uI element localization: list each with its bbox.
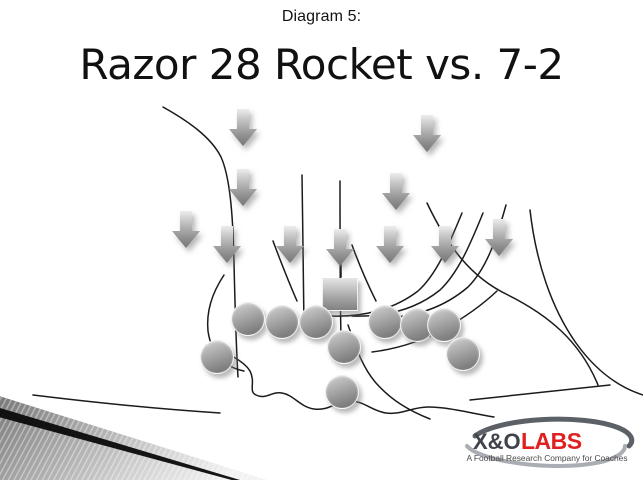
offense-lineman-left-guard[interactable] <box>265 305 299 339</box>
route-line <box>351 244 377 302</box>
play-diagram <box>0 95 643 425</box>
defender-marker-9[interactable] <box>381 173 411 211</box>
defender-marker-4[interactable] <box>325 229 355 267</box>
defender-marker-5[interactable] <box>375 226 405 264</box>
route-line <box>351 212 484 317</box>
page-title: Razor 28 Rocket vs. 7-2 <box>79 40 564 89</box>
offense-lineman-right-end[interactable] <box>427 308 461 342</box>
route-line <box>529 209 643 396</box>
logo-text-red: LABS <box>521 428 582 454</box>
defender-marker-2[interactable] <box>212 226 242 264</box>
logo-tagline: A Football Research Company for Coaches <box>466 453 627 463</box>
route-line <box>32 394 221 414</box>
route-line <box>469 384 611 401</box>
offense-fullback[interactable] <box>325 375 359 409</box>
offense-lineman-right-guard[interactable] <box>368 305 402 339</box>
offense-wing-left[interactable] <box>200 340 234 374</box>
brand-logo[interactable]: X&O LABS A Football Research Company for… <box>459 416 635 472</box>
defender-marker-6[interactable] <box>430 226 460 264</box>
route-line <box>205 344 495 418</box>
defender-marker-3[interactable] <box>275 226 305 264</box>
route-line <box>272 240 298 302</box>
offense-wing-right[interactable] <box>446 337 480 371</box>
decorative-wedge <box>0 372 280 480</box>
offense-quarterback[interactable] <box>327 330 361 364</box>
offense-lineman-left-tackle[interactable] <box>231 302 265 336</box>
defender-marker-7[interactable] <box>484 219 514 257</box>
defender-marker-11[interactable] <box>228 109 258 147</box>
defender-marker-1[interactable] <box>171 211 201 249</box>
offense-center-ball[interactable] <box>322 278 358 311</box>
defender-marker-10[interactable] <box>412 115 442 153</box>
logo-text-dark: X&O <box>473 429 521 454</box>
defender-marker-8[interactable] <box>228 169 258 207</box>
offense-lineman-left-center[interactable] <box>299 305 333 339</box>
diagram-subtitle: Diagram 5: <box>281 8 362 25</box>
